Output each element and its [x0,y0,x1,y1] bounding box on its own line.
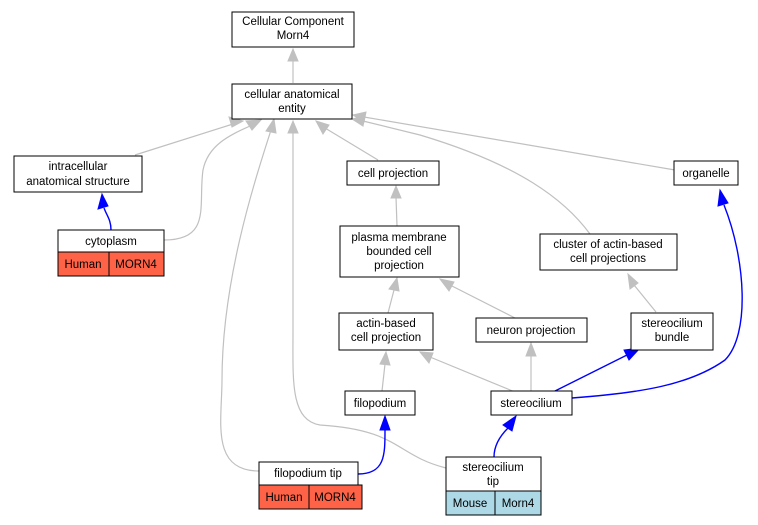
node-cytoplasm[interactable]: cytoplasm Human MORN4 [57,229,165,277]
arrowhead [627,272,639,290]
node-cae-line2: entity [278,103,306,115]
node-actin-based-cell-projection[interactable]: actin-based cell projection [338,312,434,351]
arrowhead [379,414,391,431]
node-neuron-projection-line1: neuron projection [487,325,576,337]
node-stereocilium-tip-line2: tip [487,476,499,488]
gene-tag-human [108,251,165,277]
edge-stereocilium-tip-to-stereocilium-annotation [493,427,509,458]
node-stereocilium-tip-line1: stereocilium [462,462,523,474]
node-filopodium[interactable]: filopodium [344,390,416,416]
arrowhead [388,276,400,292]
edge-cytoplasm-to-intracellular-annotation [103,207,112,231]
node-stereocilium[interactable]: stereocilium [490,390,573,416]
edge-stereocilium-tip-to-cae [292,133,447,469]
gene-tag-mouse [494,490,542,516]
species-tag-mouse [445,490,496,516]
node-cluster-line1: cluster of actin-based [553,239,662,251]
node-filopodium-line1: filopodium [354,398,406,410]
arrowhead [390,184,402,199]
node-stereocilium-bundle-line2: bundle [655,332,690,344]
node-stereocilium-tip-gene: Morn4 [502,498,535,510]
node-intracellular-anatomical-structure[interactable]: intracellular anatomical structure [13,155,143,193]
edge-filopodium-tip-to-filopodium-annotation [357,429,386,475]
arrowhead [438,278,455,292]
node-root-line1: Cellular Component [242,16,344,28]
edge-cluster-to-cae [362,120,591,235]
arrowhead [525,341,537,357]
node-filopodium-tip-species: Human [265,492,302,504]
arrowhead [418,351,434,364]
node-plasma-membrane-bounded-cell-projection[interactable]: plasma membrane bounded cell projection [339,225,460,278]
node-neuron-projection[interactable]: neuron projection [475,317,588,343]
node-filopodium-tip-line1: filopodium tip [274,468,342,480]
node-cell-projection[interactable]: cell projection [346,160,440,186]
edge-intracellular-to-cae [134,123,234,156]
edge-filopodium-tip-to-cae [220,129,272,472]
edge-stereocilium-to-actin-based [429,356,516,393]
arrowhead [350,115,366,127]
node-cytoplasm-species: Human [64,259,101,271]
edge-stereocilium-to-organelle-annotation [571,204,743,399]
arrowhead [379,350,391,366]
edge-organelle-to-cae [363,116,676,171]
node-pmbcp-line3: projection [374,260,424,272]
node-intracellular-line1: intracellular [49,161,108,173]
edge-neuron-projection-to-pmbcp [449,284,516,319]
arrowhead [97,192,109,210]
edge-filopodium-to-actin-based [381,363,386,392]
node-actin-based-line2: cell projection [351,332,421,344]
node-pmbcp-line2: bounded cell [366,246,431,258]
node-intracellular-line2: anatomical structure [26,176,130,188]
species-tag-human [57,251,110,277]
node-stereocilium-bundle-line1: stereocilium [641,318,702,330]
arrowhead [502,414,517,432]
node-filopodium-tip[interactable]: filopodium tip Human MORN4 [258,461,363,510]
node-cae-line1: cellular anatomical [244,89,339,101]
gene-tag-human [308,484,363,510]
node-cell-projection-line1: cell projection [358,168,428,180]
node-stereocilium-tip-species: Mouse [453,498,488,510]
edge-actin-based-to-pmbcp [387,289,395,314]
arrowhead [717,188,729,207]
arrowhead [287,47,299,62]
node-cluster-of-actin-based-cell-projections[interactable]: cluster of actin-based cell projections [539,233,678,271]
node-stereocilium-bundle[interactable]: stereocilium bundle [630,312,714,351]
node-stereocilium-line1: stereocilium [500,398,561,410]
edge-stereocilium-bundle-to-cluster [633,284,657,313]
edges [97,47,743,475]
edge-stereocilium-to-stereocilium-bundle-annotation [552,354,628,393]
node-filopodium-tip-gene: MORN4 [314,492,356,504]
node-pmbcp-line1: plasma membrane [351,232,446,244]
node-stereocilium-tip[interactable]: stereocilium tip Mouse Morn4 [445,456,542,516]
edge-cell-projection-to-cae [324,127,379,161]
node-cytoplasm-line1: cytoplasm [85,236,137,248]
node-cytoplasm-gene: MORN4 [115,259,157,271]
edge-pmbcp-to-cell-projection [395,196,398,227]
node-actin-based-line1: actin-based [356,318,415,330]
node-organelle[interactable]: organelle [673,160,739,186]
node-organelle-line1: organelle [682,168,729,180]
arrowhead [314,120,330,135]
edge-cytoplasm-to-cae [163,125,251,241]
node-cellular-anatomical-entity[interactable]: cellular anatomical entity [231,83,353,120]
arrowhead [287,119,299,134]
node-root-line2: Morn4 [277,30,310,42]
node-root[interactable]: Cellular Component Morn4 [231,11,355,48]
arrowhead [245,119,263,131]
species-tag-human [258,484,310,510]
arrowhead [265,117,277,134]
node-cluster-line2: cell projections [570,253,646,265]
